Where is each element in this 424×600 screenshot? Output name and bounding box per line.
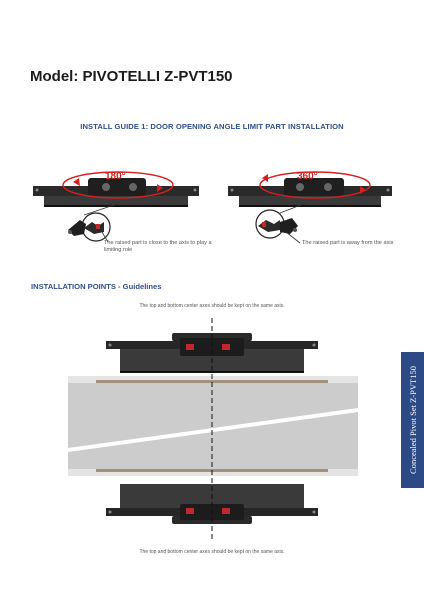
left-pivot-diagram [33, 171, 199, 243]
axis-note-bottom: The top and bottom center axes should be… [139, 549, 285, 555]
angle-label-180: 180° [105, 171, 126, 182]
door-panel [68, 376, 358, 476]
page-title: Model: PIVOTELLI Z-PVT150 [30, 68, 233, 85]
rotation-arrow-icon [259, 171, 371, 199]
side-tab-label: Concealed Pivot Set Z-PVT150 [407, 366, 418, 474]
left-note: The raised part is close to the axis to … [104, 240, 212, 253]
side-tab: Concealed Pivot Set Z-PVT150 [401, 352, 424, 488]
right-note: The raised part is away from the axis [302, 240, 394, 246]
install-guide-title: INSTALL GUIDE 1: DOOR OPENING ANGLE LIMI… [80, 122, 344, 131]
right-pivot-diagram [228, 171, 392, 244]
installation-points-title: INSTALLATION POINTS - Guidelines [31, 282, 162, 291]
angle-label-360: 360° [297, 171, 318, 182]
axis-note-top: The top and bottom center axes should be… [139, 303, 285, 309]
rotation-arrow-icon [62, 171, 174, 199]
